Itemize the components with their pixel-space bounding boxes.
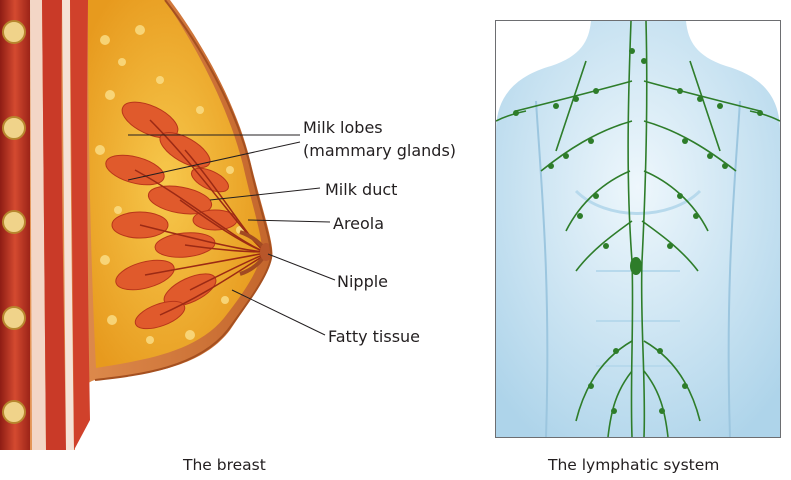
- torso: [496, 21, 780, 437]
- breast-illustration: Milk lobes (mammary glands) Milk duct Ar…: [0, 0, 470, 450]
- label-mammary-glands: (mammary glands): [303, 141, 456, 160]
- label-fatty-tissue: Fatty tissue: [328, 327, 420, 346]
- label-milk-duct: Milk duct: [325, 180, 397, 199]
- lymphatic-body: [496, 21, 780, 437]
- label-nipple: Nipple: [337, 272, 388, 291]
- caption-lymphatic-system: The lymphatic system: [548, 456, 719, 474]
- label-milk-lobes: Milk lobes: [303, 118, 383, 137]
- breast-cross-section: Milk lobes (mammary glands) Milk duct Ar…: [0, 0, 470, 450]
- caption-breast: The breast: [183, 456, 266, 474]
- label-areola: Areola: [333, 214, 384, 233]
- lymphatic-illustration: [495, 20, 781, 438]
